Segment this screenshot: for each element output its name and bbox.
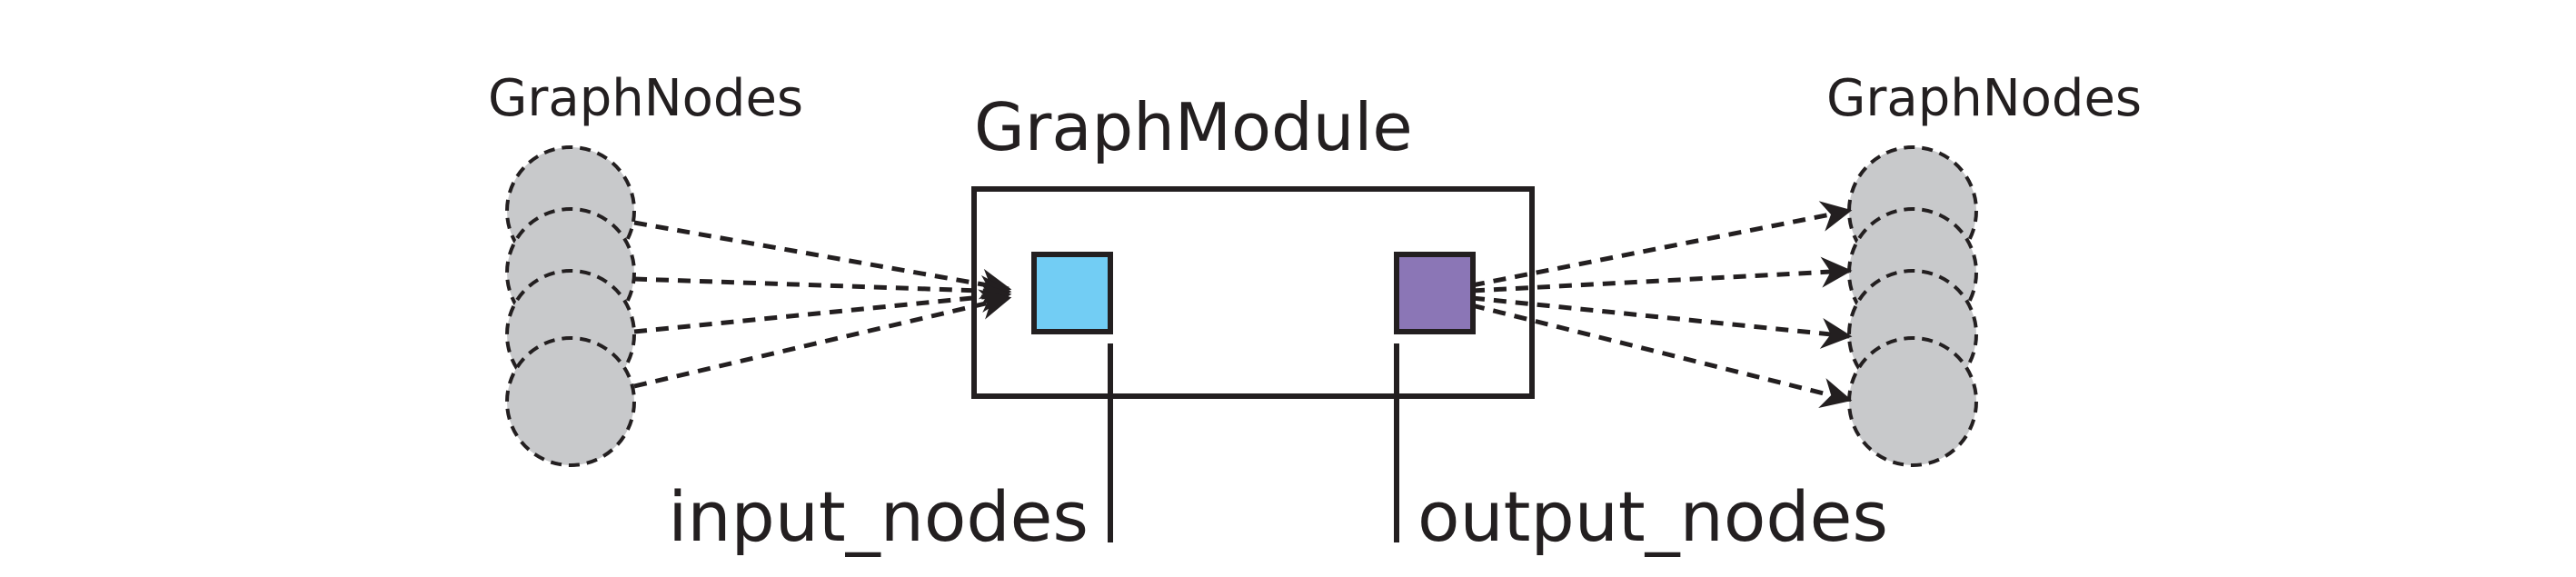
left-node-4 bbox=[505, 336, 636, 467]
input-edge-2 bbox=[633, 274, 1012, 306]
input-port bbox=[1031, 252, 1113, 334]
left-graph-nodes bbox=[505, 145, 636, 467]
right-node-4 bbox=[1847, 336, 1978, 467]
graph-module-title: GraphModule bbox=[974, 89, 1413, 165]
output-nodes-label: output_nodes bbox=[1417, 476, 1888, 557]
output-edge-3 bbox=[1471, 295, 1853, 349]
input-edge-1 bbox=[633, 220, 1012, 300]
input-edge-3 bbox=[633, 282, 1012, 334]
output-port bbox=[1394, 252, 1476, 334]
right-graphnodes-label: GraphNodes bbox=[1826, 69, 2142, 128]
input-edge-4 bbox=[633, 289, 1012, 389]
right-graph-nodes bbox=[1847, 145, 1978, 467]
output-edge-1 bbox=[1471, 201, 1853, 288]
input-edges bbox=[633, 220, 1012, 389]
output-edges bbox=[1471, 201, 1853, 409]
input-nodes-label: input_nodes bbox=[668, 476, 1089, 557]
graph-module-box bbox=[971, 186, 1535, 399]
output-edge-4 bbox=[1471, 303, 1853, 409]
output-edge-2 bbox=[1471, 256, 1853, 293]
left-graphnodes-label: GraphNodes bbox=[488, 69, 803, 128]
